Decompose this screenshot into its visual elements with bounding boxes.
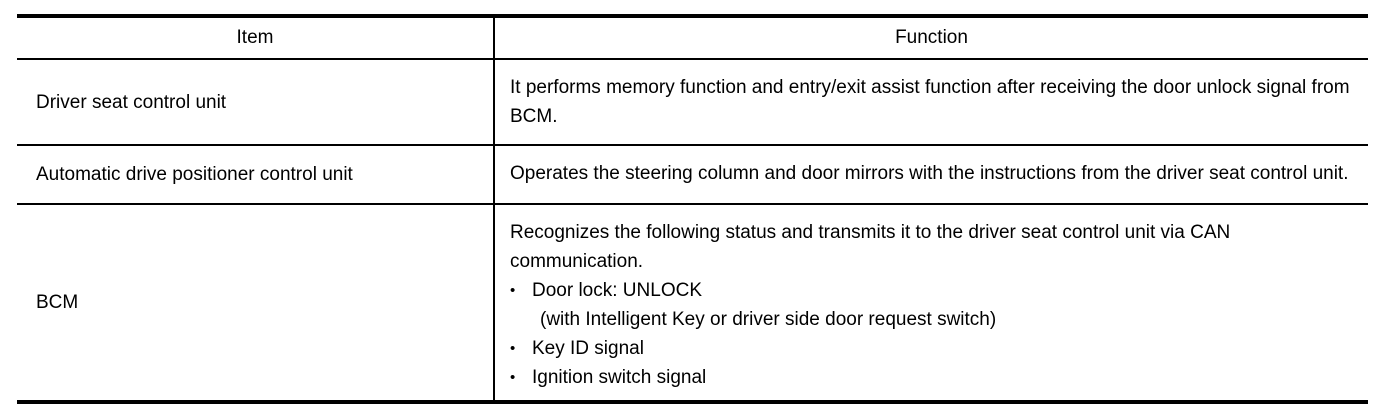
row-function-cell: Operates the steering column and door mi…: [494, 145, 1368, 205]
bullet-icon: •: [510, 340, 516, 357]
bullet-icon: •: [510, 282, 516, 299]
row-item-label: Driver seat control unit: [17, 59, 495, 146]
function-bullet-list: • Door lock: UNLOCK (with Intelligent Ke…: [510, 276, 1354, 392]
item-function-table: Item Function Driver seat control unit I…: [17, 14, 1368, 404]
table-body: Driver seat control unit It performs mem…: [17, 59, 1368, 404]
bullet-icon: •: [510, 369, 516, 386]
row-function-cell: Recognizes the following status and tran…: [494, 204, 1368, 404]
list-item-label: Key ID signal: [532, 338, 644, 359]
list-item: • Key ID signal: [510, 334, 1354, 363]
function-description: Operates the steering column and door mi…: [510, 163, 1349, 184]
column-header-function: Function: [494, 14, 1368, 60]
row-item-label: Automatic drive positioner control unit: [17, 145, 495, 205]
function-description: It performs memory function and entry/ex…: [510, 77, 1350, 127]
list-item-label: Door lock: UNLOCK: [532, 280, 702, 301]
table-header-row: Item Function: [17, 14, 1368, 60]
list-item: • Ignition switch signal: [510, 363, 1354, 392]
table-header: Item Function: [17, 14, 1368, 60]
table-row: Driver seat control unit It performs mem…: [17, 59, 1368, 146]
table-row: Automatic drive positioner control unit …: [17, 145, 1368, 205]
row-item-label: BCM: [17, 204, 495, 404]
row-function-cell: It performs memory function and entry/ex…: [494, 59, 1368, 146]
list-item-sub-label: (with Intelligent Key or driver side doo…: [540, 309, 997, 330]
function-description: Recognizes the following status and tran…: [510, 222, 1231, 272]
column-header-item: Item: [17, 14, 495, 60]
list-item-label: Ignition switch signal: [532, 367, 707, 388]
table-row: BCM Recognizes the following status and …: [17, 204, 1368, 404]
list-item: • Door lock: UNLOCK (with Intelligent Ke…: [510, 276, 1354, 334]
